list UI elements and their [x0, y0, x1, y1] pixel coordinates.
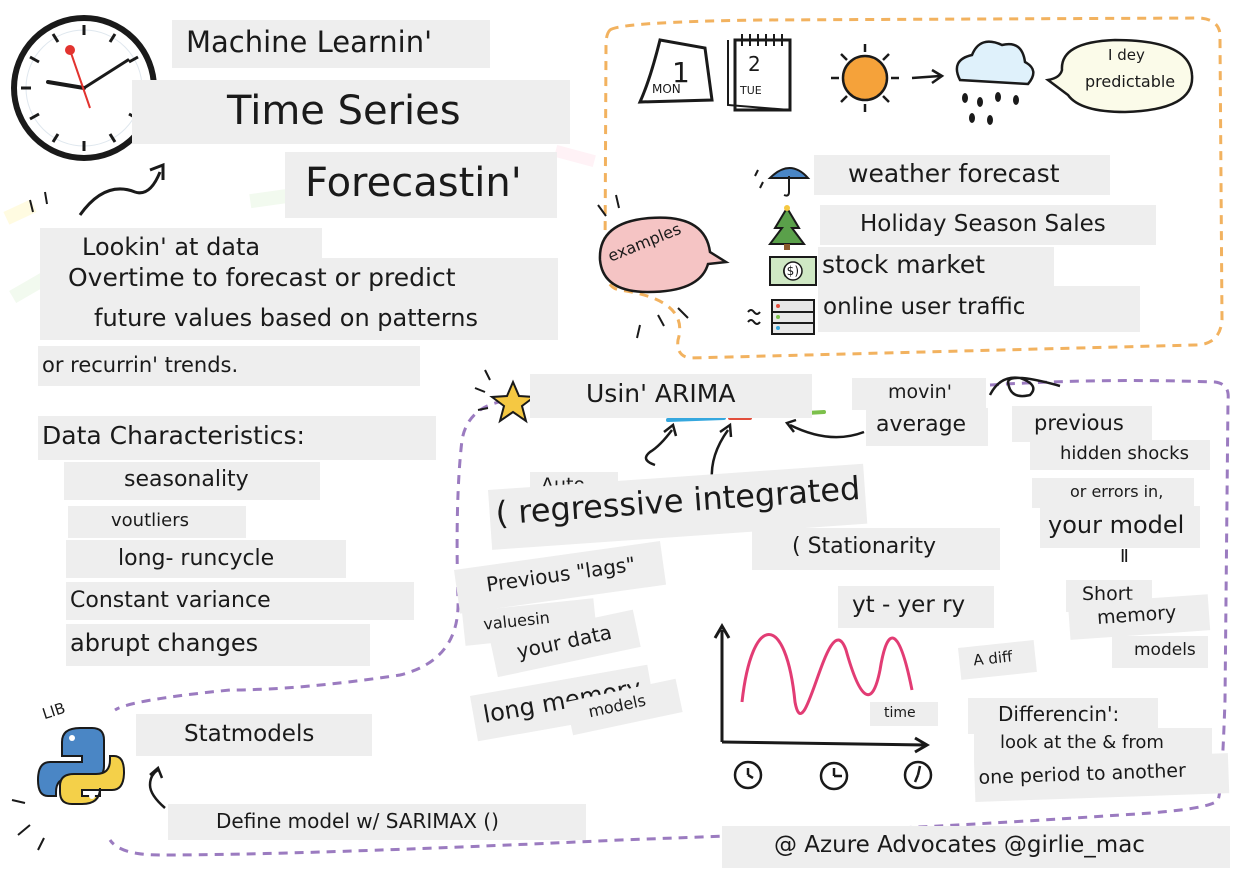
- characteristic-item: voutliers: [68, 506, 246, 538]
- examples-bubble: [598, 216, 730, 294]
- models-label: models: [1112, 636, 1208, 668]
- chart-axis-time: time: [870, 702, 938, 726]
- definition-line-2: Overtime to forecast or predict: [40, 258, 558, 300]
- characteristic-item: abrupt changes: [66, 624, 370, 666]
- statmodels-label: Statmodels: [136, 714, 372, 756]
- title-line-3: Forecastin': [285, 152, 557, 218]
- speech-bubble-line-2: predictable: [1085, 72, 1176, 91]
- calendar-day-1-number: 1: [672, 56, 690, 89]
- sine-wave: [740, 633, 914, 715]
- python-logo-icon: [36, 727, 126, 805]
- stationarity-chart: [713, 623, 930, 754]
- hidden-shocks-label: hidden shocks: [1030, 440, 1210, 470]
- tree-icon: [768, 205, 806, 250]
- example-item: Holiday Season Sales: [820, 205, 1156, 245]
- example-item: stock market: [818, 247, 1054, 287]
- sun-icon: [831, 44, 899, 112]
- dollar-symbol: ($): [782, 264, 799, 278]
- purple-dashed-path: [114, 398, 536, 712]
- definition-line-3: future values based on patterns: [40, 300, 558, 340]
- arima-title: Usin' ARIMA: [530, 374, 812, 418]
- calendar-icon: [637, 34, 792, 112]
- stationarity-label: ( Stationarity: [752, 528, 1000, 570]
- server-icon: [747, 299, 815, 335]
- moving-label: movin': [852, 378, 986, 410]
- example-item: weather forecast: [814, 155, 1110, 195]
- clock-icon: [11, 15, 157, 161]
- characteristic-item: seasonality: [64, 462, 320, 500]
- stopwatch-icon: [733, 760, 933, 791]
- rain-cloud-icon: [955, 40, 1035, 125]
- dollar-bill-icon: [769, 256, 817, 286]
- calendar-day-2-number: 2: [748, 52, 761, 76]
- errors-in-label: or errors in,: [1032, 478, 1194, 508]
- your-model-label: your model: [1040, 506, 1200, 548]
- calendar-day-2-name: TUE: [740, 84, 762, 97]
- sarimax-label: Define model w/ SARIMAX (): [168, 804, 586, 840]
- arrow-curve: [78, 171, 162, 216]
- example-item: online user traffic: [818, 286, 1140, 332]
- characteristic-item: Constant variance: [66, 582, 414, 620]
- stationarity-formula: yt - yer ry: [838, 586, 994, 628]
- umbrella-icon: [754, 167, 811, 197]
- title-line-2: Time Series: [132, 80, 570, 144]
- star-icon: [489, 379, 537, 424]
- characteristic-item: long- runcycle: [66, 540, 346, 578]
- definition-line-4: or recurrin' trends.: [38, 346, 420, 386]
- purple-dashed-border: [108, 379, 1230, 857]
- credit-label: @ Azure Advocates @girlie_mac: [722, 826, 1230, 868]
- speech-bubble: [1044, 38, 1194, 114]
- equals-mark: Ⅱ: [1120, 546, 1129, 567]
- previous-label: previous: [1012, 406, 1152, 442]
- calendar-day-1-name: MON: [652, 82, 681, 96]
- average-label: average: [866, 408, 988, 446]
- title-line-1: Machine Learnin': [172, 20, 490, 68]
- speech-bubble-line-1: I dey: [1108, 46, 1145, 64]
- characteristics-heading: Data Characteristics:: [38, 416, 436, 460]
